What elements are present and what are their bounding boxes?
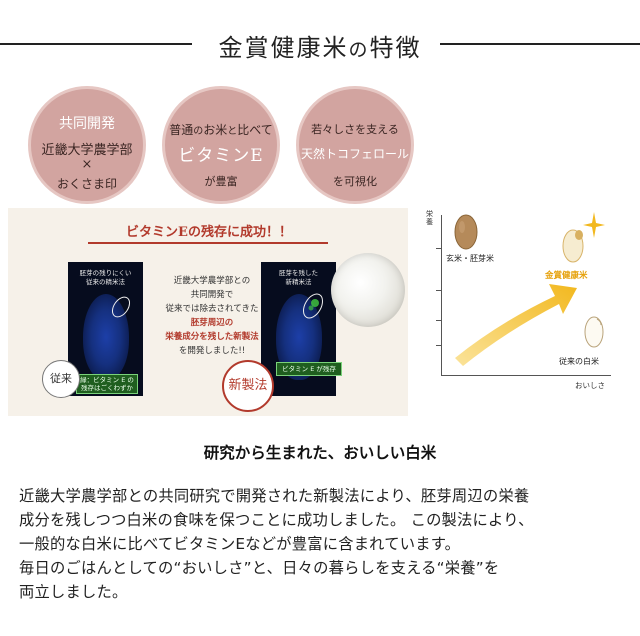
new-method-tag: 新製法 (222, 360, 274, 412)
circle-3-tocopherol: 天然トコフェロール (300, 147, 409, 161)
feature-circle-vitamin-e: 普通のお米と比べて ビタミンE が豊富 (162, 86, 280, 204)
section-subheading: 研究から生まれた、おいしい白米 (203, 444, 437, 462)
circle-1-cross: × (81, 157, 93, 172)
premium-rice-icon (562, 229, 584, 263)
title-rule-right (440, 43, 640, 45)
premium-rice-label: 金賞健康米 (545, 271, 588, 281)
paragraph-line: 一般的な白米に比べてビタミンEなどが豊富に含まれています。 (19, 535, 461, 553)
circle-1-university: 近畿大学農学部 (41, 143, 133, 158)
conventional-micrograph: 胚芽の残りにくい従来の精米法 緑：ビタミン E の残存はごくわずか (68, 262, 143, 396)
feature-circle-joint-development: 共同開発 近畿大学農学部 × おくさま印 (28, 86, 146, 204)
graph-tick (436, 345, 442, 346)
graph-y-axis (441, 215, 442, 375)
new-method-caption: 胚芽を残した新精米法 (279, 269, 318, 286)
graph-x-axis-label: おいしさ (575, 381, 605, 390)
circle-2-vitamin-e: ビタミンE (178, 146, 264, 166)
circle-1-heading: 共同開発 (59, 116, 115, 132)
graph-x-axis (441, 375, 611, 376)
white-rice-icon (584, 316, 604, 348)
circle-2-line-1: 普通のお米と比べて (169, 123, 273, 137)
panel-banner: ビタミンEの残存に成功！！ (126, 225, 292, 240)
paragraph-line: 近畿大学農学部との共同研究で開発された新製法により、胚芽周辺の栄養 (19, 487, 530, 505)
paragraph-line: 成分を残しつつ白米の食味を保つことに成功しました。 この製法により、 (19, 511, 534, 529)
circle-3-line-3: を可視化 (333, 175, 377, 188)
circle-1-brand: おくさま印 (56, 177, 117, 191)
conventional-vitamin-note: 緑：ビタミン E の残存はごくわずか (76, 374, 138, 394)
polished-rice-photo (331, 253, 405, 327)
new-method-vitamin-label: ビタミン E が残存 (276, 362, 342, 376)
conventional-grain-image (83, 294, 129, 380)
description-paragraph: 近畿大学農学部との共同研究で開発された新製法により、胚芽周辺の栄養 成分を残しつ… (19, 484, 629, 604)
page-title: 金賞健康米の特徴 (218, 34, 422, 62)
graph-tick (436, 248, 442, 249)
improvement-arrow (455, 284, 577, 366)
research-photo-panel: ビタミンEの残存に成功！！ 胚芽の残りにくい従来の精米法 緑：ビタミン E の残… (8, 208, 408, 416)
title-rule-left (0, 43, 192, 45)
conventional-tag: 従来 (42, 360, 80, 398)
white-rice-label: 従来の白米 (559, 357, 599, 366)
vitamin-e-glow-icon (303, 293, 323, 319)
feature-circle-tocopherol: 若々しさを支える 天然トコフェロール を可視化 (296, 86, 414, 204)
paragraph-line: 毎日のごはんとしての“おいしさ”と、日々の暮らしを支える“栄養”を (19, 559, 500, 577)
embryo-highlight-icon (111, 296, 131, 318)
graph-tick (436, 290, 442, 291)
brown-rice-icon (454, 214, 478, 250)
sparkle-icon (583, 212, 605, 238)
banner-underline (88, 242, 328, 244)
brown-rice-label: 玄米・胚芽米 (446, 254, 494, 263)
circle-2-line-3: が豊富 (204, 175, 238, 188)
graph-y-axis-label: 栄養 (426, 210, 433, 226)
paragraph-line: 両立しました。 (19, 583, 128, 601)
development-description: 近畿大学農学部との 共同開発で 従来では除去されてきた 胚芽周辺の 栄養成分を残… (165, 276, 259, 356)
conventional-caption: 胚芽の残りにくい従来の精米法 (79, 269, 132, 286)
graph-tick (436, 320, 442, 321)
circle-3-line-1: 若々しさを支える (311, 123, 399, 136)
